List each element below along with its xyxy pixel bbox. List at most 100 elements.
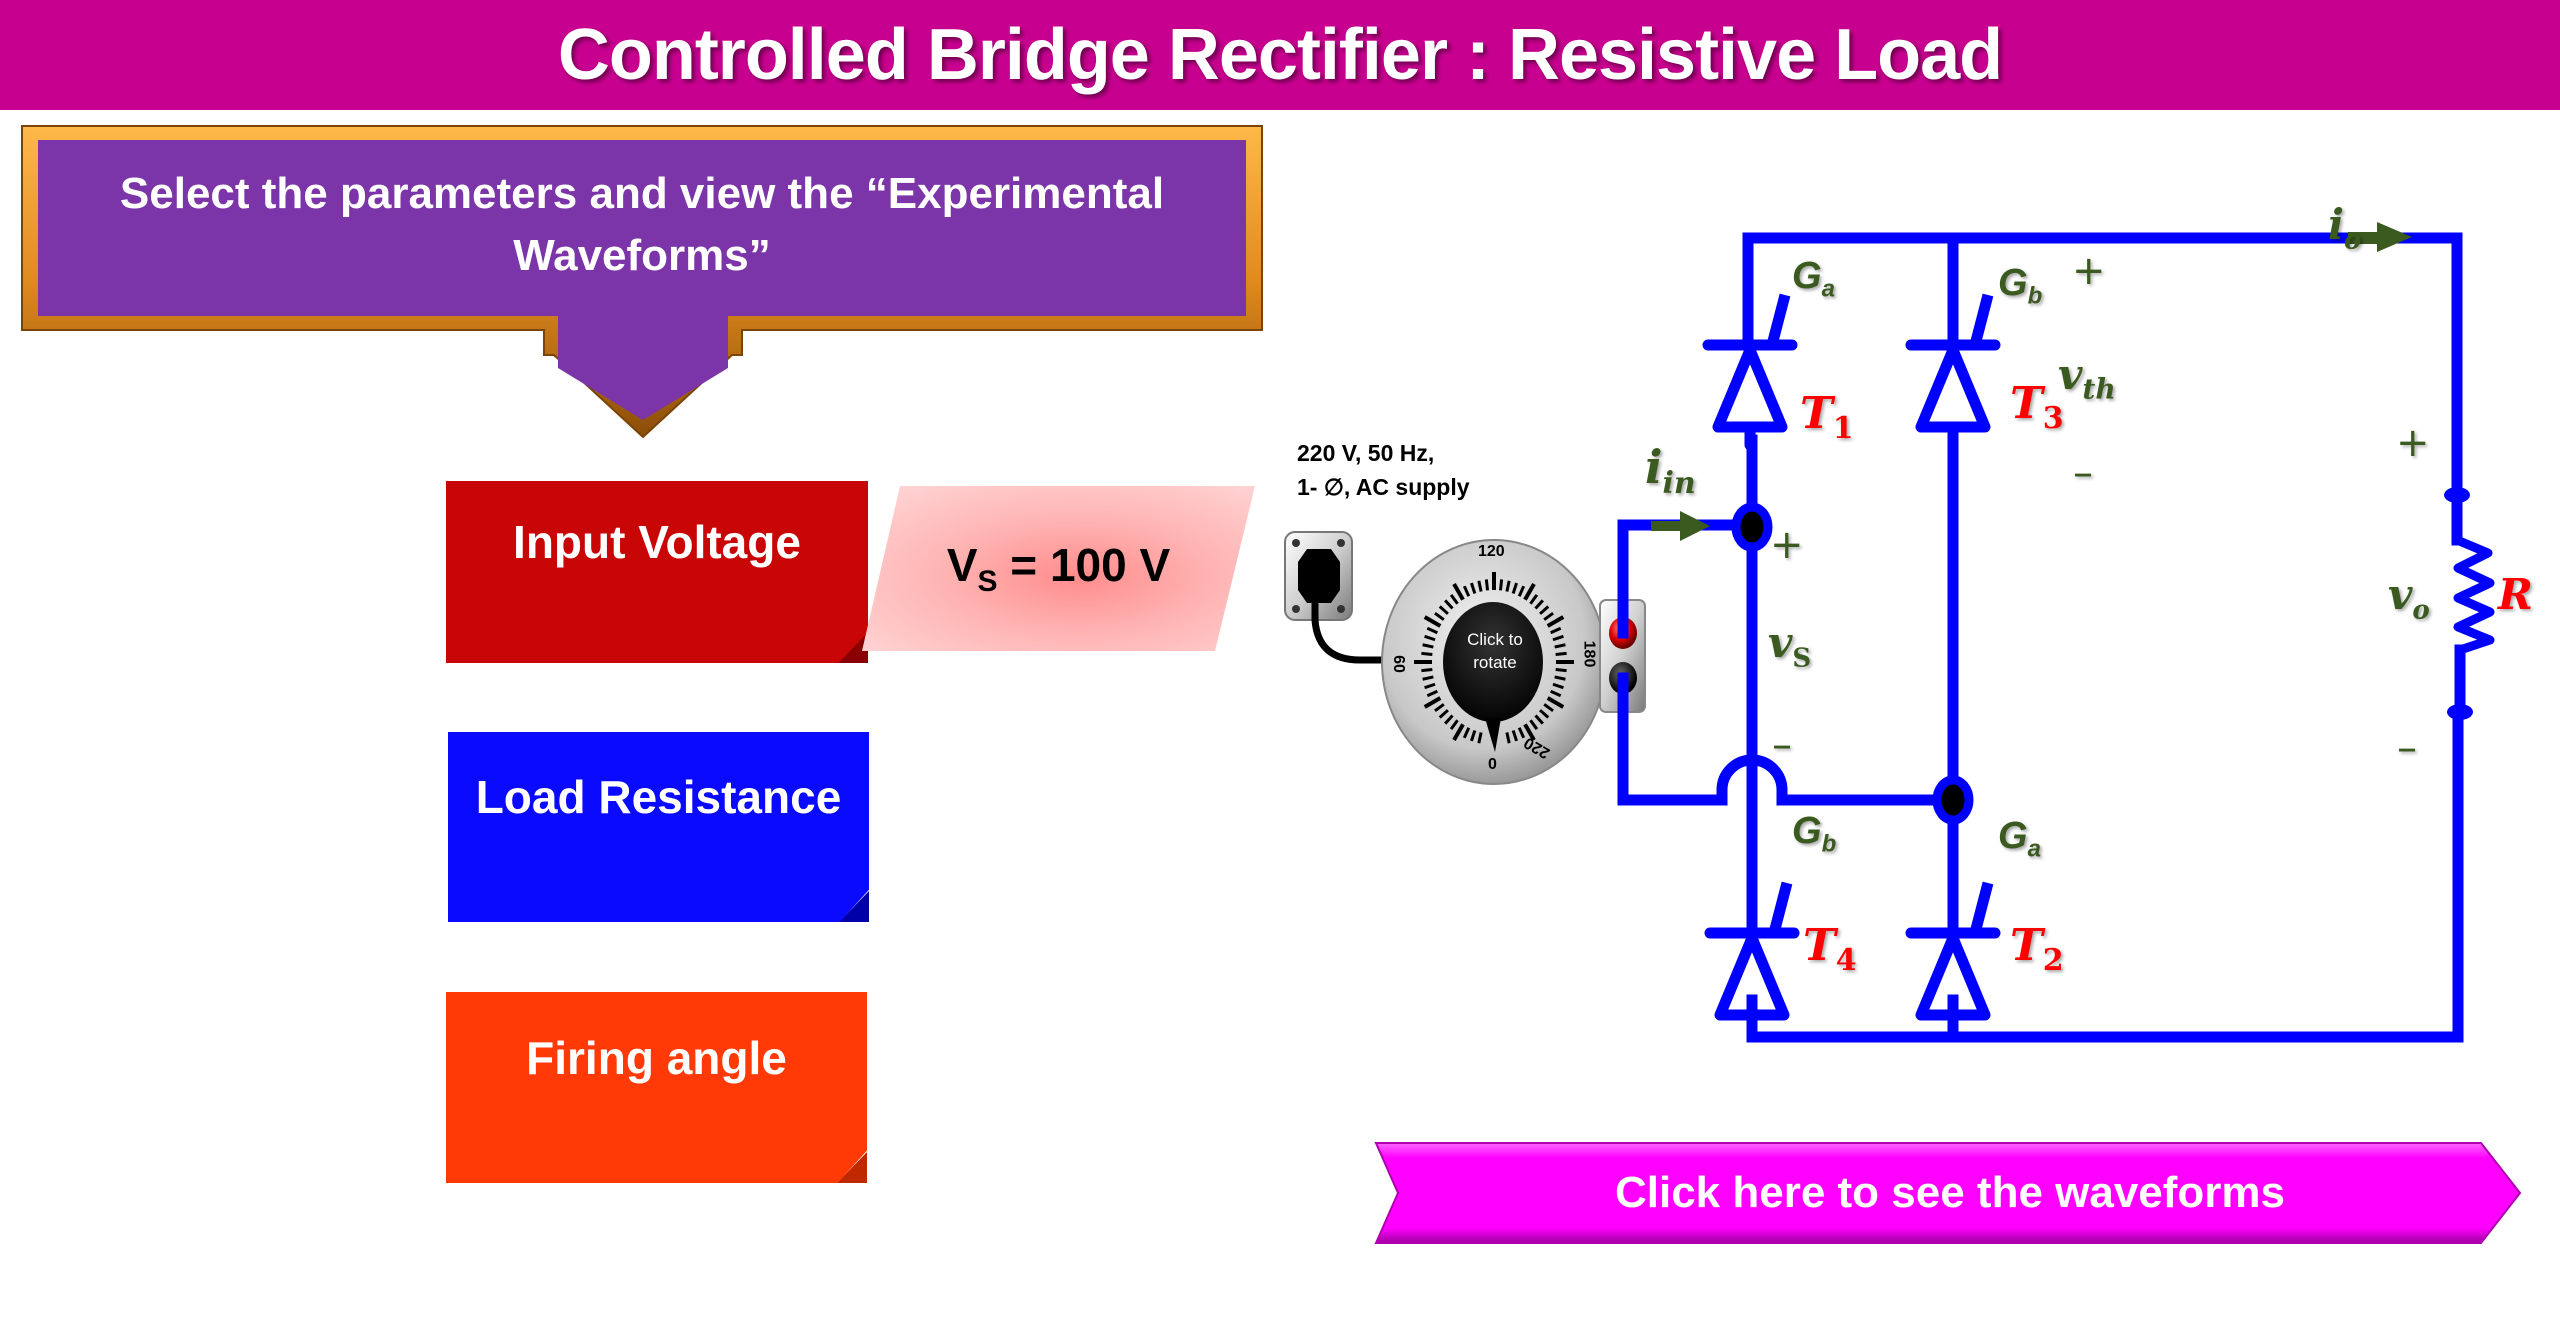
dial-label-0: 0 bbox=[1488, 756, 1497, 773]
thyristor-label-t1: T1 bbox=[1800, 388, 1854, 446]
dial-tick bbox=[1484, 579, 1490, 591]
dial-tick bbox=[1505, 580, 1511, 592]
dial-tick bbox=[1546, 696, 1565, 709]
dial-tick bbox=[1477, 732, 1483, 744]
thyristor-label-t3: T3 bbox=[2010, 378, 2064, 436]
dial-tick bbox=[1449, 593, 1459, 605]
wall-socket-icon bbox=[1284, 531, 1385, 664]
title-bar: Controlled Bridge Rectifier : Resistive … bbox=[0, 0, 2560, 110]
thyristor-voltage-label: vth bbox=[2058, 350, 2116, 406]
dial-tick bbox=[1552, 634, 1564, 642]
current-arrow-icon bbox=[1651, 511, 1710, 541]
input-voltage-display: VS = 100 V bbox=[862, 486, 1255, 651]
gate-label-t3: Gb bbox=[1998, 262, 2043, 310]
dial-tick bbox=[1470, 730, 1477, 742]
input-current-label: iin bbox=[1645, 440, 1696, 502]
input-voltage-label: Input Voltage bbox=[513, 516, 801, 568]
supply-label: 220 V, 50 Hz, 1- ∅, AC supply bbox=[1297, 440, 1470, 500]
dial-tick bbox=[1477, 580, 1483, 592]
firing-angle-label: Firing angle bbox=[526, 1031, 787, 1084]
instruction-callout bbox=[21, 125, 1263, 439]
dial-tick bbox=[1462, 727, 1471, 739]
dial-label-60: 60 bbox=[1389, 655, 1407, 673]
dial-tick bbox=[1511, 582, 1518, 594]
plus-sign: + bbox=[2072, 248, 2106, 294]
minus-sign: – bbox=[2397, 725, 2417, 771]
thyristor-t4-icon bbox=[1704, 881, 1800, 1039]
load-resistor-label: R bbox=[2498, 570, 2533, 619]
dial-tick bbox=[1438, 709, 1449, 719]
autotransformer-dial[interactable] bbox=[1381, 539, 1607, 785]
dial-tick bbox=[1543, 703, 1554, 712]
dial-tick bbox=[1434, 703, 1445, 712]
dial-tick bbox=[1554, 643, 1566, 649]
current-arrow-icon bbox=[2348, 222, 2412, 252]
dial-tick bbox=[1505, 732, 1511, 744]
dial-tick bbox=[1470, 582, 1477, 594]
minus-sign: – bbox=[2073, 450, 2093, 496]
output-voltage-label: vo bbox=[2388, 570, 2430, 626]
dial-tick bbox=[1555, 651, 1567, 656]
dial-tick bbox=[1422, 675, 1434, 681]
gate-label-t2: Ga bbox=[1998, 815, 2041, 863]
dial-tick bbox=[1511, 730, 1518, 742]
plus-sign: + bbox=[2396, 420, 2430, 466]
output-current-label: io bbox=[2328, 200, 2362, 256]
circuit-nodes bbox=[1731, 487, 2473, 825]
dial-tick bbox=[1539, 605, 1550, 615]
instruction-text: Select the parameters and view the “Expe… bbox=[119, 169, 1165, 280]
firing-angle-button[interactable]: Firing angle bbox=[446, 992, 867, 1183]
thyristor-t3-icon bbox=[1905, 293, 2001, 451]
gate-label-t4: Gb bbox=[1792, 810, 1837, 858]
dial-tick bbox=[1452, 583, 1465, 601]
dial-tick bbox=[1523, 583, 1536, 601]
dial-tick bbox=[1423, 696, 1442, 709]
dial-label-120: 120 bbox=[1478, 543, 1505, 560]
dial-tick bbox=[1534, 599, 1544, 610]
dial-tick bbox=[1449, 719, 1459, 731]
input-voltage-value: VS = 100 V bbox=[946, 538, 1171, 599]
thyristor-t1-icon bbox=[1702, 293, 1798, 451]
dial-tick bbox=[1552, 682, 1564, 690]
dial-tick bbox=[1424, 682, 1436, 690]
dial-tick bbox=[1426, 689, 1438, 698]
plus-sign: + bbox=[1770, 522, 1804, 568]
dial-tick bbox=[1517, 585, 1526, 597]
dial-tick bbox=[1523, 723, 1536, 741]
rotate-knob-button[interactable]: Click to rotate bbox=[1467, 630, 1523, 672]
dial-tick bbox=[1546, 615, 1565, 628]
dial-tick bbox=[1444, 599, 1454, 610]
dial-tick bbox=[1424, 634, 1436, 642]
dial-tick bbox=[1529, 593, 1539, 605]
load-resistance-button[interactable]: Load Resistance bbox=[448, 732, 869, 922]
waveforms-button-shape[interactable] bbox=[1374, 1142, 2522, 1244]
dial-tick bbox=[1434, 612, 1445, 621]
dial-tick bbox=[1539, 709, 1550, 719]
minus-sign: – bbox=[1772, 722, 1792, 768]
dial-tick bbox=[1498, 579, 1504, 591]
dial-tick bbox=[1555, 668, 1567, 673]
supply-voltage-label: vS bbox=[1768, 618, 1812, 674]
input-voltage-button[interactable]: Input Voltage bbox=[446, 481, 868, 663]
see-waveforms-button[interactable]: Click here to see the waveforms bbox=[1614, 1168, 2286, 1217]
dial-tick bbox=[1452, 723, 1465, 741]
dial-tick bbox=[1543, 612, 1554, 621]
dial-tick bbox=[1462, 585, 1471, 597]
dial-label-180: 180 bbox=[1580, 640, 1598, 668]
dial-tick bbox=[1426, 626, 1438, 635]
dial-tick bbox=[1421, 651, 1433, 656]
thyristor-label-t4: T4 bbox=[1803, 920, 1857, 978]
dial-tick bbox=[1550, 626, 1562, 635]
thyristor-label-t2: T2 bbox=[2010, 920, 2064, 978]
load-resistance-label: Load Resistance bbox=[475, 771, 842, 823]
dial-tick bbox=[1438, 605, 1449, 615]
gate-label-t1: Ga bbox=[1792, 255, 1835, 303]
thyristor-t2-icon bbox=[1905, 881, 2001, 1039]
dial-tick bbox=[1444, 714, 1454, 725]
dial-tick bbox=[1550, 689, 1562, 698]
dial-tick bbox=[1554, 675, 1566, 681]
dial-tick bbox=[1534, 714, 1544, 725]
page-title: Controlled Bridge Rectifier : Resistive … bbox=[557, 15, 2003, 95]
resistor-icon bbox=[2453, 535, 2495, 655]
